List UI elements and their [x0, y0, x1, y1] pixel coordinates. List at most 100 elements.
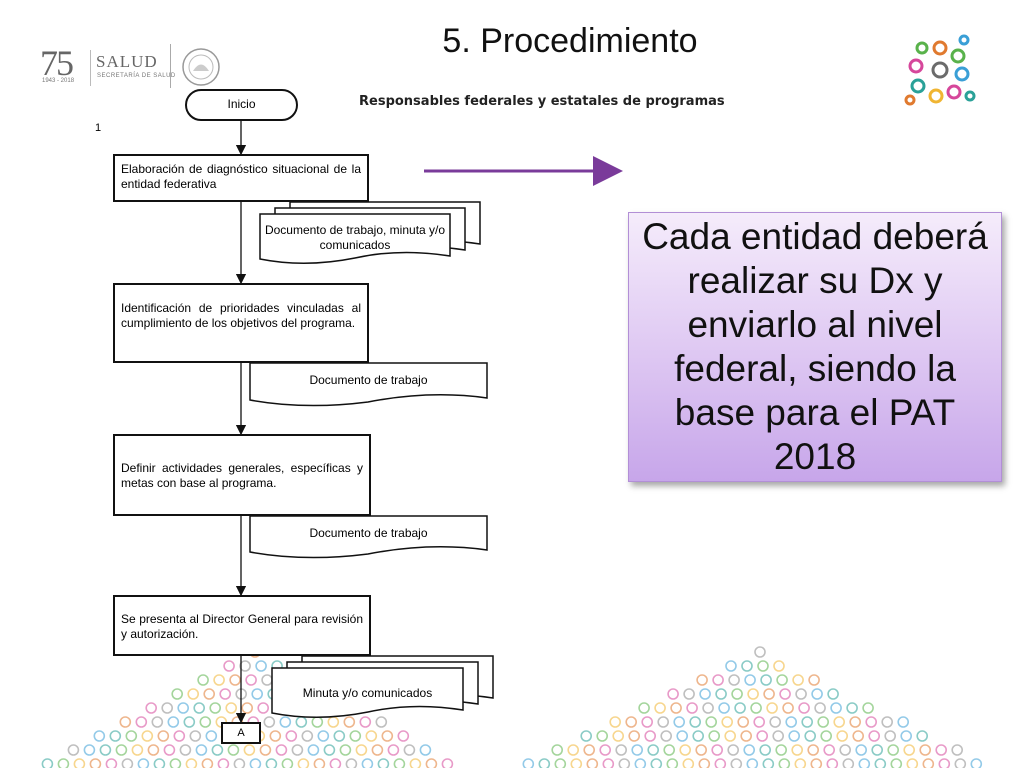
mosaic-ring — [279, 716, 292, 728]
mosaic-ring — [754, 646, 766, 658]
mosaic-ring — [93, 730, 106, 742]
mosaic-ring — [718, 702, 730, 714]
document-shape-2 — [249, 362, 488, 407]
mosaic-ring — [187, 688, 199, 700]
mosaic-ring — [741, 660, 753, 672]
mosaic-ring — [419, 744, 432, 756]
mosaic-ring — [251, 688, 264, 700]
mosaic-ring — [673, 716, 686, 728]
mosaic-ring — [291, 744, 304, 756]
mosaic-ring — [897, 716, 910, 728]
mosaic-ring — [185, 758, 198, 768]
mosaic-ring — [666, 758, 679, 768]
mosaic-ring — [826, 758, 839, 768]
mosaic-ring — [41, 758, 54, 768]
step-number: 1 — [95, 122, 102, 134]
mosaic-ring — [699, 688, 711, 700]
logo-divider — [170, 44, 171, 88]
mosaic-ring — [285, 730, 298, 742]
process-step-1: Elaboración de diagnóstico situacional d… — [113, 154, 369, 202]
mosaic-ring — [737, 716, 750, 728]
mosaic-ring — [323, 744, 336, 756]
mosaic-ring — [791, 744, 804, 756]
mosaic-ring — [89, 758, 102, 768]
mosaic-ring — [868, 730, 881, 742]
mosaic-ring — [634, 758, 647, 768]
mosaic-ring — [243, 744, 256, 756]
mosaic-ring — [855, 744, 868, 756]
mosaic-ring — [195, 744, 208, 756]
mosaic-ring — [83, 744, 96, 756]
mosaic-ring — [269, 730, 282, 742]
mosaic-ring — [171, 688, 183, 700]
mosaic-ring — [836, 730, 849, 742]
mosaic-ring — [425, 758, 438, 768]
mosaic-ring — [381, 730, 394, 742]
mosaic-ring — [810, 758, 823, 768]
mosaic-ring — [775, 744, 788, 756]
mosaic-ring — [409, 758, 422, 768]
mosaic-ring — [970, 758, 983, 768]
mosaic-ring — [702, 702, 714, 714]
mosaic-ring — [219, 688, 231, 700]
mosaic-ring — [773, 660, 785, 672]
offpage-connector: A — [221, 722, 261, 744]
mosaic-ring — [602, 758, 615, 768]
mosaic-ring — [197, 674, 209, 686]
mosaic-ring — [99, 744, 112, 756]
mosaic-ring — [721, 716, 734, 728]
mosaic-ring — [724, 730, 737, 742]
mosaic-ring — [554, 758, 567, 768]
mosaic-ring — [785, 716, 798, 728]
mosaic-ring — [570, 758, 583, 768]
mosaic-ring — [842, 758, 855, 768]
mosaic-ring — [131, 744, 144, 756]
mosaic-ring — [852, 730, 865, 742]
mosaic-ring — [711, 744, 724, 756]
document-label-2: Documento de trabajo — [309, 373, 428, 387]
callout-text: Cada entidad deberá realizar su Dx y env… — [642, 216, 988, 477]
mosaic-ring — [329, 758, 342, 768]
mosaic-ring — [173, 730, 186, 742]
mosaic-ring — [759, 744, 772, 756]
mosaic-ring — [698, 758, 711, 768]
mosaic-ring — [255, 660, 267, 672]
mosaic-ring — [203, 688, 215, 700]
mosaic-ring — [199, 716, 212, 728]
mosaic-ring — [682, 758, 695, 768]
mosaic-ring — [808, 674, 820, 686]
mosaic-ring — [225, 702, 237, 714]
mosaic-ring — [938, 758, 951, 768]
mosaic-ring — [201, 758, 214, 768]
mosaic-ring — [151, 716, 164, 728]
mosaic-ring — [849, 716, 862, 728]
mosaic-ring — [241, 702, 253, 714]
callout-box: Cada entidad deberá realizar su Dx y env… — [628, 212, 1002, 482]
mosaic-ring — [827, 688, 839, 700]
slide-title: 5. Procedimiento — [442, 22, 698, 60]
mosaic-ring — [377, 758, 390, 768]
mosaic-ring — [249, 758, 262, 768]
mosaic-ring — [817, 716, 830, 728]
mosaic-ring — [205, 730, 218, 742]
mosaic-ring — [900, 730, 913, 742]
mosaic-ring — [257, 702, 270, 714]
mosaic-ring — [769, 716, 782, 728]
mosaic-ring — [580, 730, 593, 742]
mosaic-ring — [403, 744, 416, 756]
mosaic-ring — [794, 758, 807, 768]
mosaic-ring — [753, 716, 766, 728]
mosaic-ring — [730, 758, 743, 768]
mosaic-ring — [307, 744, 320, 756]
mosaic-ring — [301, 730, 314, 742]
mosaic-ring — [760, 674, 772, 686]
government-logos: 75 1943 - 2018 SALUD SECRETARÍA DE SALUD — [40, 42, 230, 92]
mosaic-ring — [135, 716, 148, 728]
mosaic-ring — [667, 688, 679, 700]
mosaic-ring — [890, 758, 903, 768]
mosaic-ring — [211, 744, 224, 756]
mosaic-ring — [728, 674, 740, 686]
mosaic-ring — [375, 716, 388, 728]
mosaic-ring — [339, 744, 352, 756]
